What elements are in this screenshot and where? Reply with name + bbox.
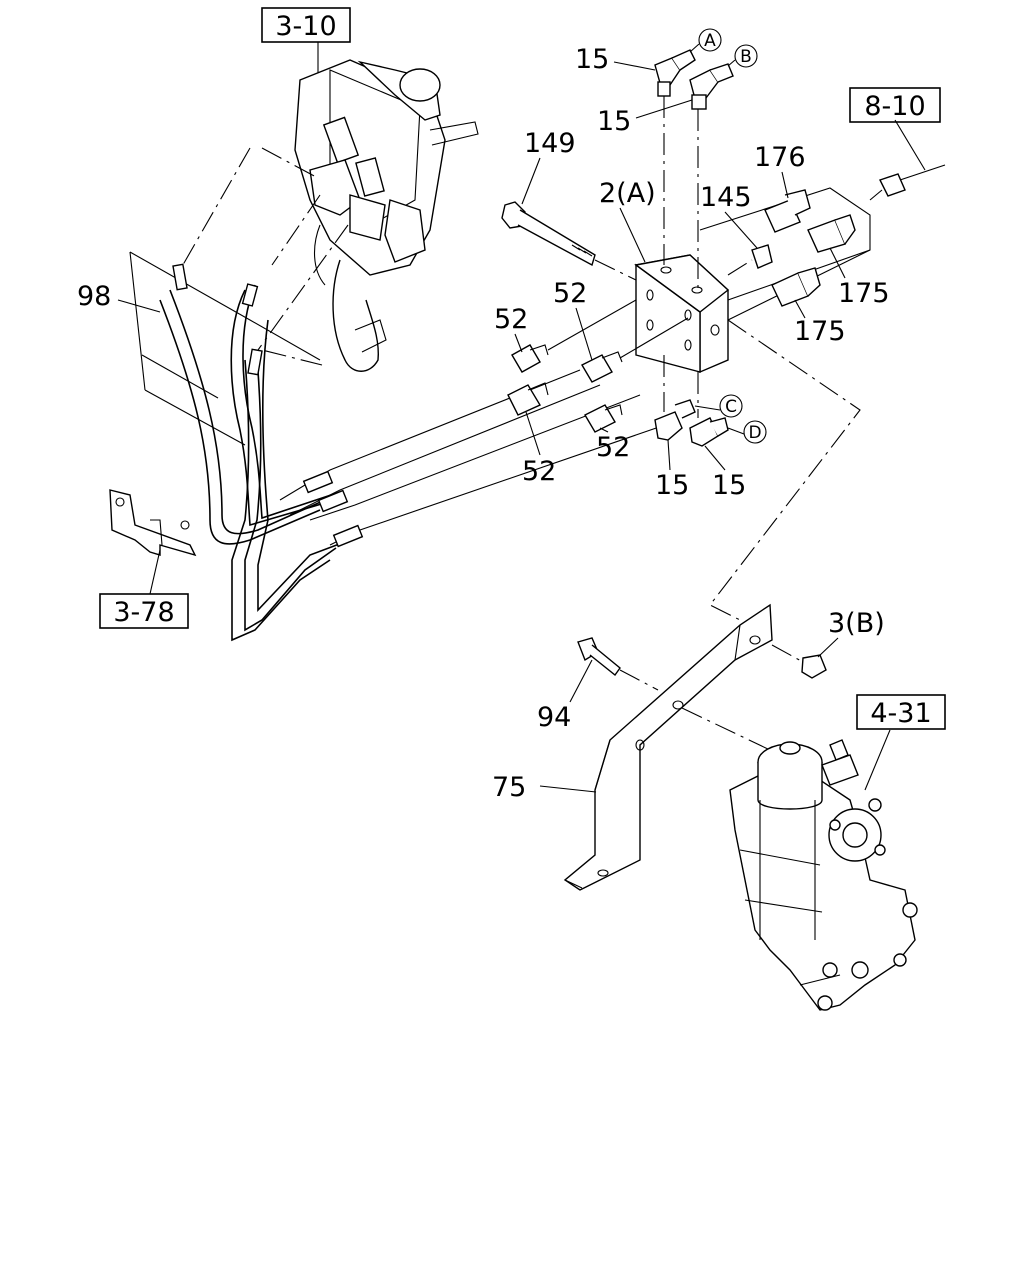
steering-gearbox-drawing xyxy=(729,729,918,1011)
circle-text-a: A xyxy=(704,31,716,51)
bracket-75-drawing xyxy=(563,603,773,891)
callout-94-text: 94 xyxy=(537,702,571,733)
switch-175-lower-drawing xyxy=(771,267,821,307)
callout-3b-text: 3(B) xyxy=(828,608,885,639)
callout-149[interactable]: 149 xyxy=(521,128,576,205)
connector-8-10-drawing xyxy=(869,119,946,201)
circle-label-d: D xyxy=(727,420,767,444)
ref-box-4-31[interactable]: 4-31 xyxy=(856,694,946,730)
callout-15-top-left-text: 15 xyxy=(575,44,609,75)
callout-52-lower-right[interactable]: 52 xyxy=(596,427,630,463)
callout-15-bottom-right[interactable]: 15 xyxy=(704,445,746,501)
bracket-to-gearbox-line xyxy=(681,707,771,751)
tube-clip-drawing xyxy=(109,489,197,595)
callout-15-top-right[interactable]: 15 xyxy=(597,99,693,137)
connection-lines-valve xyxy=(179,147,349,366)
brake-tube-bundle xyxy=(159,263,666,642)
circle-text-c: C xyxy=(725,397,737,417)
ref-label-3-78: 3-78 xyxy=(113,597,174,628)
callout-176[interactable]: 176 xyxy=(754,142,806,199)
switch-175-upper-drawing xyxy=(807,214,856,253)
callout-2a-text: 2(A) xyxy=(599,178,656,209)
ref-label-8-10: 8-10 xyxy=(864,91,925,122)
ref-label-4-31: 4-31 xyxy=(870,698,931,729)
fitting-15-bottom-right xyxy=(689,372,729,447)
ref-box-3-10[interactable]: 3-10 xyxy=(261,7,351,43)
callout-145-text: 145 xyxy=(700,182,752,213)
bolt-149-drawing xyxy=(501,201,637,281)
callout-94[interactable]: 94 xyxy=(537,659,593,733)
circle-text-b: B xyxy=(740,47,752,67)
fitting-15-top-right xyxy=(689,63,734,290)
callout-175-upper-text: 175 xyxy=(838,278,890,309)
callout-52-upper-left[interactable]: 52 xyxy=(494,304,528,353)
fitting-52-upper-left xyxy=(511,344,549,373)
callout-149-text: 149 xyxy=(524,128,576,159)
callout-15-bottom-left[interactable]: 15 xyxy=(655,439,689,501)
junction-block-drawing xyxy=(634,187,871,374)
callout-52-lower-left[interactable]: 52 xyxy=(522,411,556,487)
block-to-52-lines xyxy=(547,299,689,359)
callout-52-upper-left-text: 52 xyxy=(494,304,528,335)
callout-15-top-right-text: 15 xyxy=(597,106,631,137)
fitting-15-top-left xyxy=(654,49,696,265)
callout-2a[interactable]: 2(A) xyxy=(599,178,656,263)
switch-176-drawing xyxy=(764,189,811,233)
callout-52-upper-right[interactable]: 52 xyxy=(553,278,593,361)
callout-175-lower-text: 175 xyxy=(794,316,846,347)
callout-15-bottom-left-text: 15 xyxy=(655,470,689,501)
nut-3b-drawing xyxy=(771,644,827,679)
callout-145[interactable]: 145 xyxy=(700,182,758,249)
callout-15-bottom-right-text: 15 xyxy=(712,470,746,501)
fitting-52-lower-right xyxy=(584,404,623,433)
callout-175-upper[interactable]: 175 xyxy=(829,247,890,309)
brake-valve-assembly-drawing xyxy=(294,42,479,372)
block-to-bracket-line xyxy=(709,319,861,621)
fitting-52-lower-left xyxy=(507,382,549,416)
callout-3b[interactable]: 3(B) xyxy=(817,608,885,658)
callout-15-top-left[interactable]: 15 xyxy=(575,44,656,75)
fitting-52-upper-right xyxy=(581,351,623,383)
callout-176-text: 176 xyxy=(754,142,806,173)
callout-175-lower[interactable]: 175 xyxy=(794,299,846,347)
circle-text-d: D xyxy=(748,423,761,443)
circle-label-b: B xyxy=(727,44,758,68)
ref-box-8-10[interactable]: 8-10 xyxy=(849,87,941,123)
fitting-15-bottom-left xyxy=(654,355,696,441)
callout-52-lower-right-text: 52 xyxy=(596,432,630,463)
callout-52-lower-left-text: 52 xyxy=(522,456,556,487)
callout-98[interactable]: 98 xyxy=(77,281,111,312)
bolt-94-drawing xyxy=(577,637,659,691)
circle-label-c: C xyxy=(694,394,743,418)
callout-75[interactable]: 75 xyxy=(492,772,597,803)
ref-box-3-78[interactable]: 3-78 xyxy=(99,593,189,629)
tube-98-leader xyxy=(117,251,321,446)
circle-label-a: A xyxy=(689,28,722,53)
callout-75-text: 75 xyxy=(492,772,526,803)
callout-98-text: 98 xyxy=(77,281,111,312)
ref-label-3-10: 3-10 xyxy=(275,11,336,42)
fitting-145-drawing xyxy=(727,244,773,276)
callout-52-upper-right-text: 52 xyxy=(553,278,587,309)
